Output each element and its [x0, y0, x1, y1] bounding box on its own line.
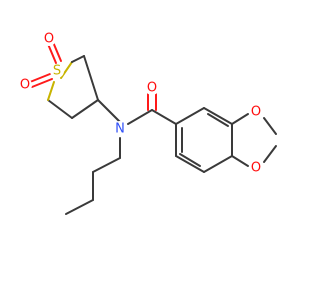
- bond-s-o1b: [31, 78, 53, 88]
- molecule-diagram: S O O N O O O: [18, 32, 277, 215]
- bond-ch2-o2: [263, 145, 277, 163]
- structure-svg: S O O N O O O: [18, 32, 277, 215]
- bond-c1-c2: [83, 55, 99, 101]
- bond-c1-c2a: [71, 55, 85, 63]
- atom-labels: S O O N O O O: [18, 32, 263, 176]
- bond-ar4-o2: [231, 155, 249, 167]
- sulfolane-ring: [29, 41, 99, 119]
- bond-ar2-ar3: [203, 107, 233, 125]
- nitrogen-label: N: [115, 122, 125, 137]
- bond-n-cc: [127, 109, 153, 125]
- butyl-chain: [65, 137, 121, 215]
- bond-c3-n: [97, 99, 121, 123]
- bond-s-o1a: [29, 73, 51, 83]
- dioxole-ring: [231, 113, 277, 167]
- bond-ar4-ar5: [203, 155, 233, 173]
- bond-c4-s: [47, 81, 55, 101]
- bond-ar5-ar6-inner: [179, 153, 201, 167]
- bond-cb3-cb4: [65, 199, 94, 215]
- bond-ar3-o1: [231, 113, 249, 125]
- dioxole-oxygen-label-2: O: [251, 161, 261, 176]
- dioxole-oxygen-label-1: O: [251, 105, 261, 120]
- sulfonyl-oxygen-label-2: O: [44, 32, 54, 47]
- bond-cb1-cb2: [92, 157, 121, 173]
- sulfonyl-oxygen-label-1: O: [20, 78, 30, 93]
- bond-ar2-ar3-inner: [207, 113, 229, 127]
- bond-o1-ch2: [263, 117, 277, 135]
- carbonyl-oxygen-label: O: [147, 81, 157, 96]
- sulfur-label: S: [53, 64, 61, 79]
- bond-s-c1: [60, 61, 73, 79]
- bond-c3-c4: [47, 99, 73, 119]
- bond-ar5-ar6: [175, 155, 205, 173]
- bond-cc-ar: [151, 109, 177, 125]
- amide-group: [127, 93, 177, 125]
- bond-c2-c3: [71, 99, 99, 119]
- benzene-ring: [175, 107, 233, 173]
- bond-ar1-ar2: [175, 107, 205, 125]
- bond-s-o2a: [47, 43, 57, 64]
- bond-s-o2b: [52, 41, 62, 62]
